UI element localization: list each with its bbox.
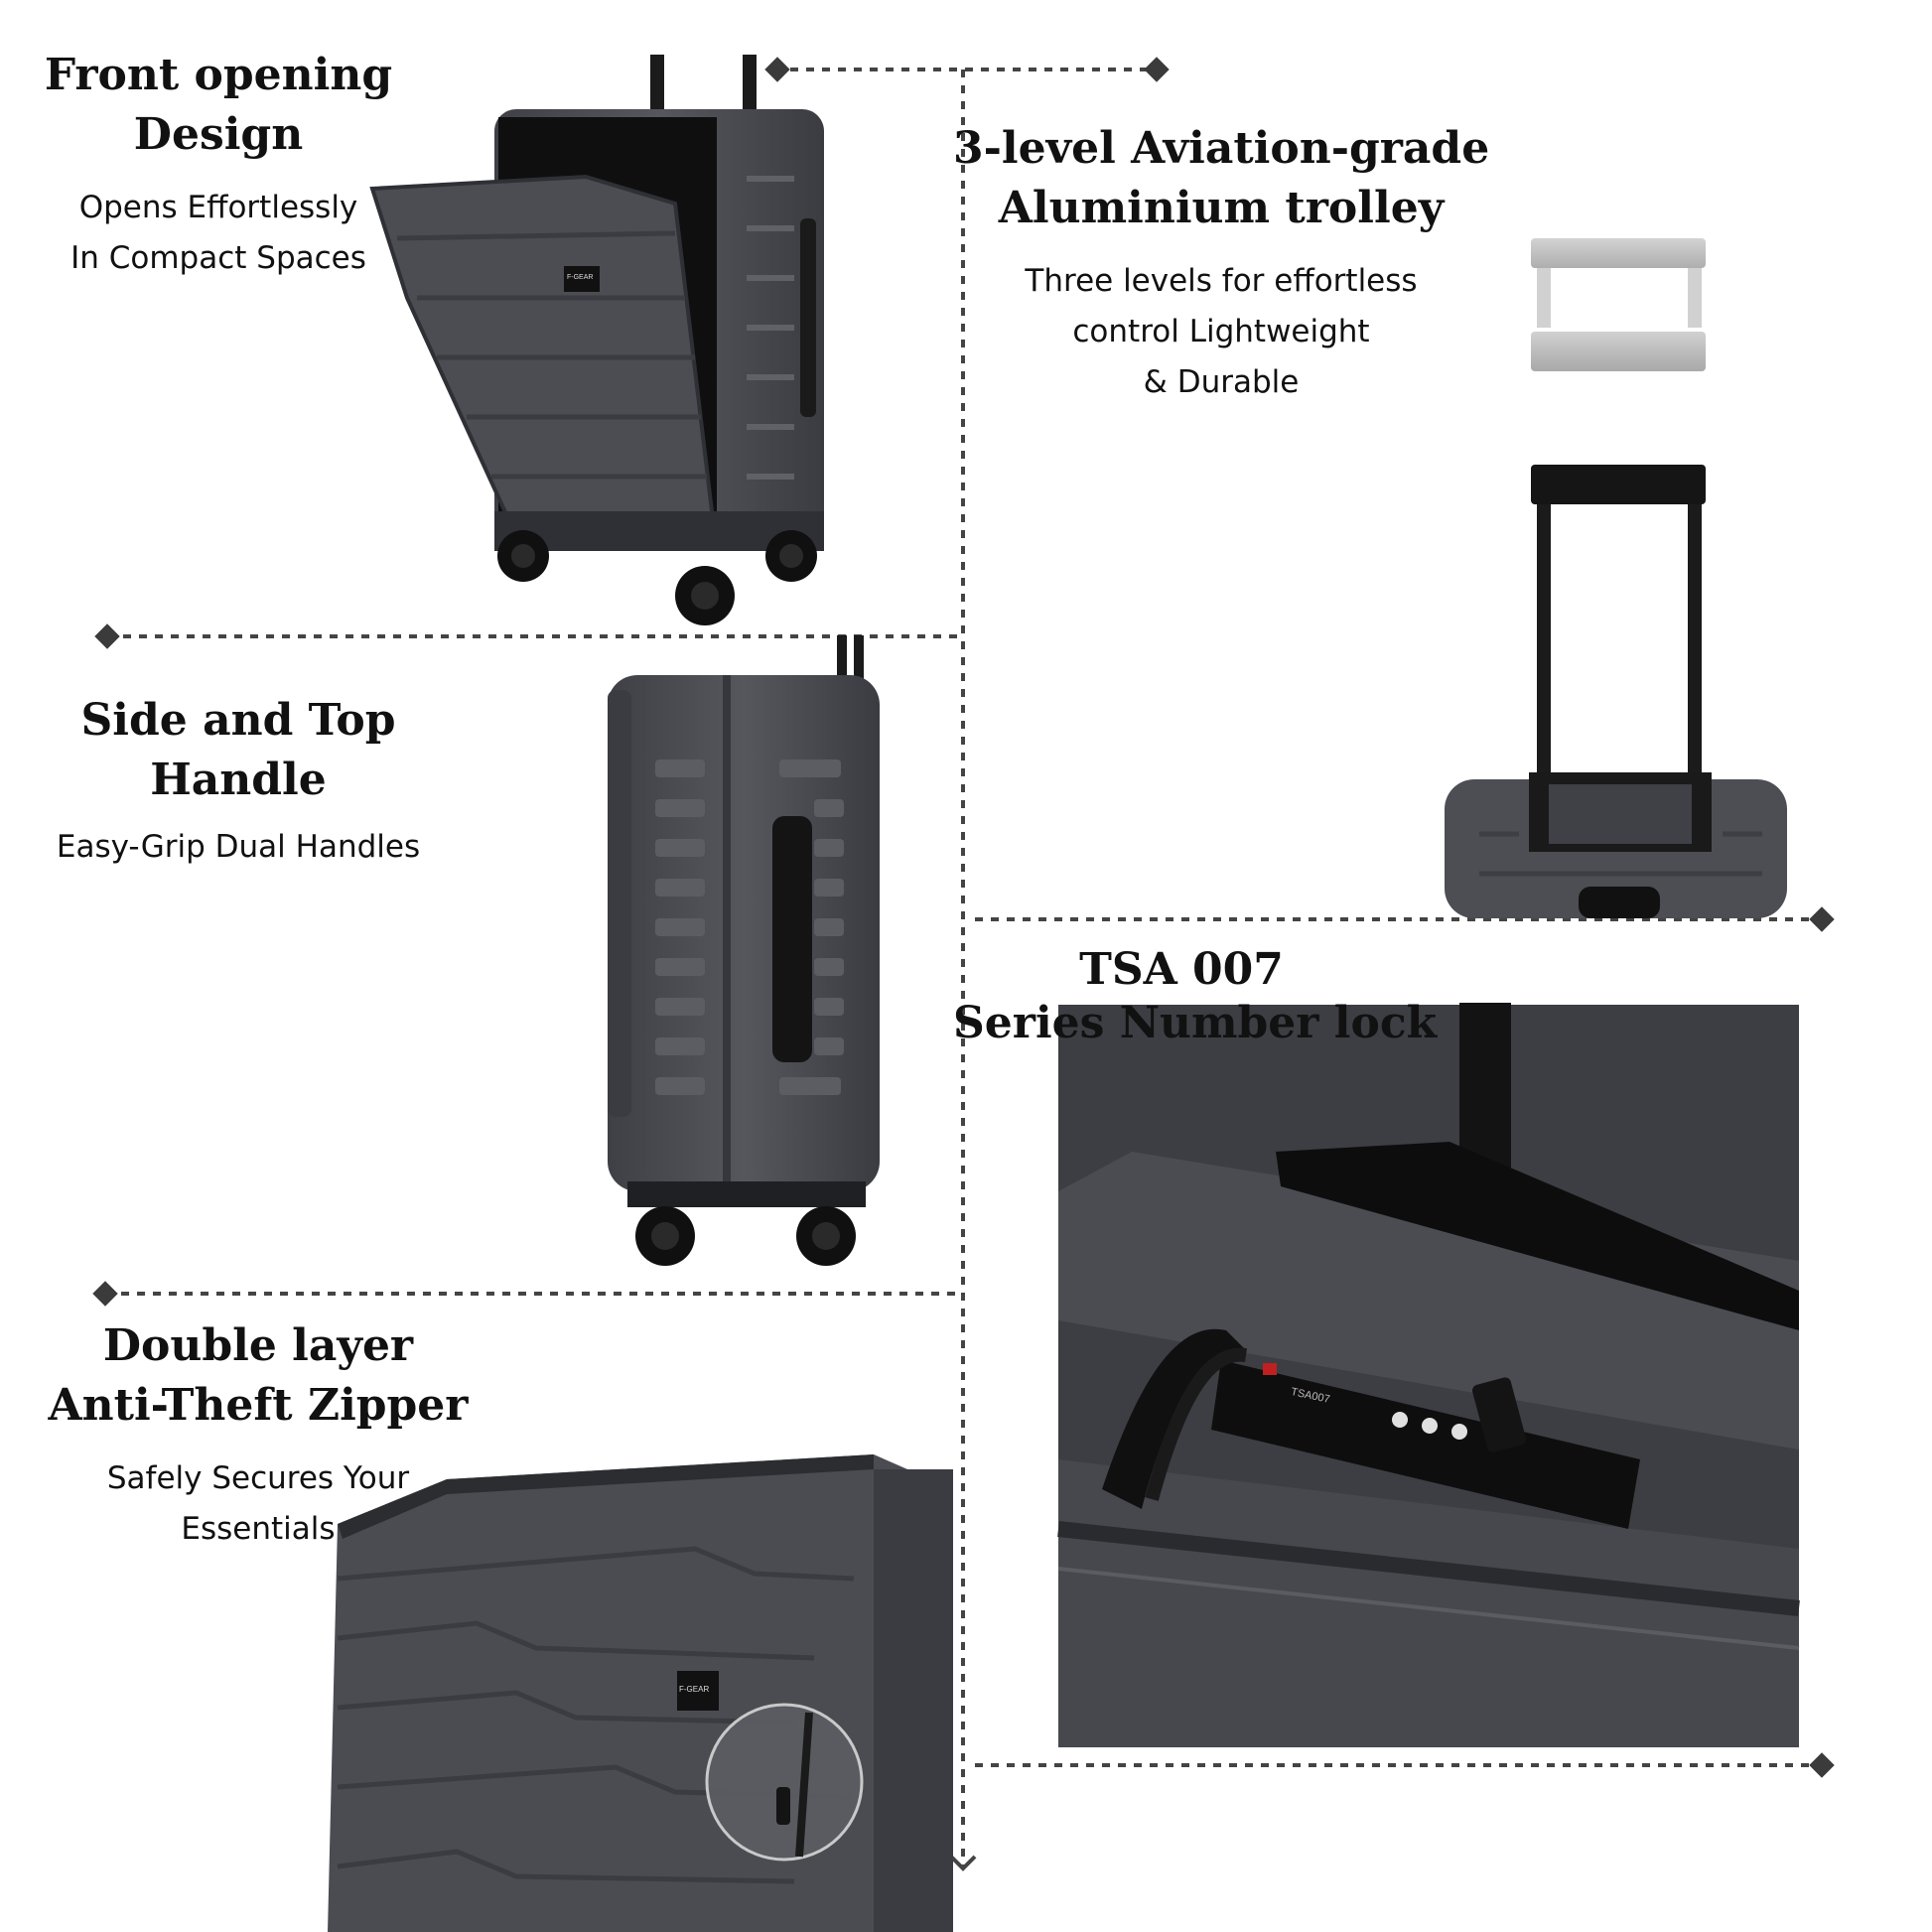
feature-zipper: Double layer Anti-Theft Zipper Safely Se… <box>40 1316 477 1555</box>
feature-trolley: 3-level Aviation-grade Aluminium trolley… <box>953 119 1489 408</box>
feature-title: Front opening Design <box>44 50 393 160</box>
feature-handles: Side and Top Handle Easy-Grip Dual Handl… <box>20 691 457 873</box>
front-opening-suitcase-image <box>369 55 824 625</box>
feature-title: Side and Top Handle <box>80 695 396 805</box>
dotted-connectors <box>105 68 1822 1866</box>
brand-logo: F-GEAR <box>679 1685 710 1694</box>
feature-subtitle: Three levels for effortless control Ligh… <box>1025 263 1418 400</box>
brand-logo: F-GEAR <box>567 274 594 281</box>
connector-arrow-icon <box>949 1855 977 1871</box>
feature-title: 3-level Aviation-grade Aluminium trolley <box>953 123 1490 233</box>
feature-title: Double layer Anti-Theft Zipper <box>48 1320 469 1431</box>
feature-title: TSA 007 Series Number lock <box>953 944 1438 1048</box>
tsa-lock-closeup-image <box>1057 1003 1800 1747</box>
feature-subtitle: Opens Effortlessly In Compact Spaces <box>70 190 366 276</box>
feature-tsa-lock: TSA 007 Series Number lock <box>953 943 1438 1050</box>
feature-subtitle: Safely Secures Your Essentials <box>106 1460 410 1547</box>
trolley-handle-image <box>1445 238 1787 918</box>
feature-front-opening: Front opening Design Opens Effortlessly … <box>20 46 417 284</box>
side-handle-suitcase-image <box>608 635 880 1266</box>
feature-subtitle: Easy-Grip Dual Handles <box>56 829 421 865</box>
anti-theft-zipper-suitcase-image <box>328 1454 953 1932</box>
